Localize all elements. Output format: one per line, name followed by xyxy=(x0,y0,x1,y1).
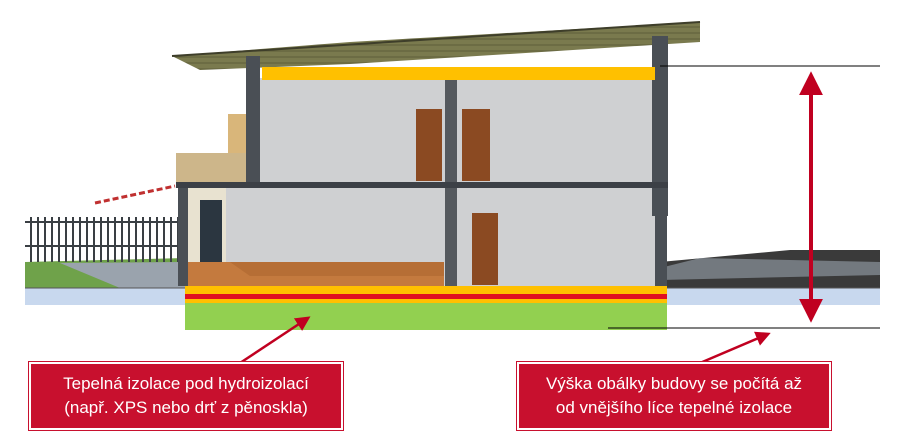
door-lower xyxy=(472,213,498,285)
yard-left xyxy=(25,258,185,305)
wall-right xyxy=(652,36,668,216)
roof xyxy=(172,22,700,70)
wall-left xyxy=(246,56,260,186)
wall-lower-left xyxy=(178,186,188,286)
roof-insulation xyxy=(262,67,655,80)
ground-gravel-layer xyxy=(185,303,667,330)
ceiling-slab xyxy=(176,182,668,188)
callout-left-line1: Tepelná izolace pod hydroizolací xyxy=(63,374,309,393)
door-upper xyxy=(416,109,442,181)
callout-insulation-under-waterproofing: Tepelná izolace pod hydroizolací (např. … xyxy=(28,361,344,431)
callout-envelope-height: Výška obálky budovy se počítá až od vněj… xyxy=(516,361,832,431)
railing xyxy=(94,184,176,205)
yard-right xyxy=(660,250,880,305)
callout-right-line2: od vnějšího líce tepelné izolace xyxy=(555,398,793,417)
callout-left-line2: (např. XPS nebo drť z pěnoskla) xyxy=(64,398,308,417)
fence xyxy=(25,217,185,262)
upper-floor xyxy=(260,78,658,182)
window xyxy=(200,200,222,275)
door-upper-right xyxy=(462,109,490,181)
thermal-insulation-under-waterproofing xyxy=(185,299,667,303)
pointer-arrow-right xyxy=(699,331,771,365)
floor-insulation-top xyxy=(185,286,667,294)
pointer-arrow-left xyxy=(239,316,311,365)
waterproofing-layer xyxy=(185,294,667,299)
callout-right-line1: Výška obálky budovy se počítá až xyxy=(545,374,803,393)
